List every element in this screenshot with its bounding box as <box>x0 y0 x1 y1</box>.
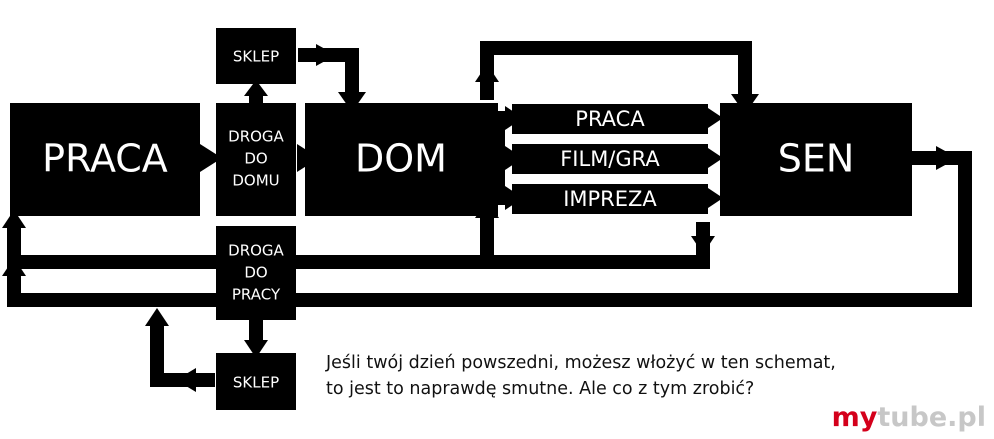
label-droga-do-pracy-2: DO <box>244 264 267 282</box>
arrowhead-into-dom <box>338 92 366 112</box>
arrowhead-down-sklep <box>244 340 268 358</box>
caption: Jeśli twój dzień powszedni, możesz włoży… <box>326 350 836 402</box>
arrowhead-sen-right <box>936 146 958 170</box>
label-droga-do-domu-3: DOMU <box>232 172 279 190</box>
node-praca <box>10 103 200 216</box>
label-droga-do-domu-2: DO <box>244 150 267 168</box>
connector-inner-loop <box>7 222 710 269</box>
label-droga-do-pracy-3: PRACY <box>232 286 281 304</box>
arrowhead-sklep-bottom-left <box>176 368 196 392</box>
node-sen <box>720 103 912 216</box>
label-sen: SEN <box>778 137 855 181</box>
label-opt-film: FILM/GRA <box>560 147 660 171</box>
arrowhead-up-sklep <box>244 80 268 96</box>
label-droga-do-domu-1: DROGA <box>228 128 284 146</box>
brand-logo-part-2: tube.pl <box>877 402 986 433</box>
arrowhead-opt3-sen <box>705 186 723 210</box>
connector-sklep-bottom <box>150 322 215 387</box>
brand-logo-part-1: my <box>831 402 878 433</box>
label-opt-praca: PRACA <box>575 107 645 131</box>
node-opt-impreza <box>512 184 708 214</box>
connector-top-loop <box>480 41 752 100</box>
label-praca: PRACA <box>42 137 168 181</box>
arrowhead-opt2-sen <box>705 146 723 170</box>
arrowhead-left-up-2 <box>2 258 26 276</box>
arrowhead-praca-droga <box>200 144 222 172</box>
node-opt-praca <box>512 104 708 134</box>
node-droga-do-pracy <box>216 226 296 320</box>
label-droga-do-pracy-1: DROGA <box>228 242 284 260</box>
node-opt-film <box>512 144 708 174</box>
node-sklep-bottom <box>216 353 296 410</box>
arrowhead-impreza-down <box>691 236 715 254</box>
node-sklep-top <box>216 28 296 84</box>
node-dom <box>305 103 498 216</box>
labels: PRACA DROGA DO DOMU SKLEP DOM PRACA FILM… <box>42 48 854 392</box>
caption-line-2: to jest to naprawdę smutne. Ale co z tym… <box>326 379 755 399</box>
label-opt-impreza: IMPREZA <box>563 187 657 211</box>
node-droga-do-domu <box>216 103 296 216</box>
arrowhead-sklep-right <box>316 44 336 66</box>
arrowhead-left-up-1 <box>2 210 26 228</box>
arrowhead-left-up-3 <box>145 308 169 326</box>
label-sklep-top: SKLEP <box>233 48 279 66</box>
label-sklep-bottom: SKLEP <box>233 374 279 392</box>
brand-logo: mytube.pl <box>832 402 986 433</box>
boxes <box>10 28 912 410</box>
arrowhead-dom-riser-top <box>475 64 499 82</box>
label-dom: DOM <box>355 137 447 181</box>
arrowhead-opt1-sen <box>705 106 723 130</box>
caption-line-1: Jeśli twój dzień powszedni, możesz włoży… <box>326 353 836 373</box>
